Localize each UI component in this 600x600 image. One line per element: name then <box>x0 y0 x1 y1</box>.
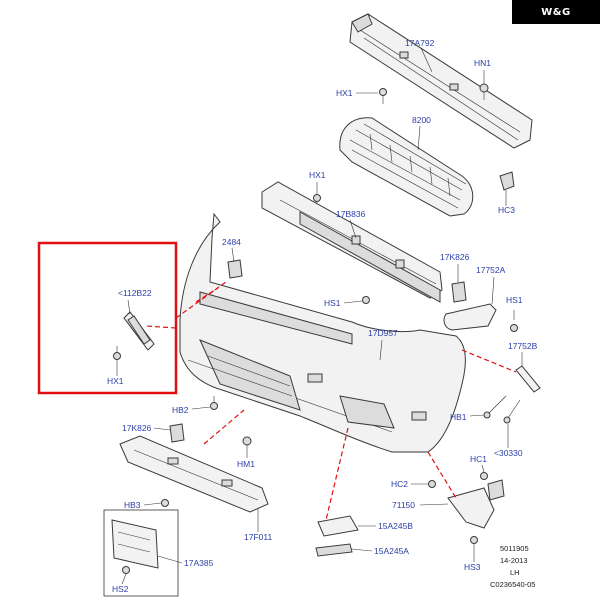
grille-8200 <box>339 117 474 217</box>
highlight-leaders <box>145 281 517 521</box>
bolt-HB2 <box>210 396 218 410</box>
brand-logo-text: W&G <box>541 6 571 18</box>
label-15A245B: 15A245B <box>378 521 413 531</box>
bracket-112B22 <box>123 311 155 351</box>
license-bracket-17A385 <box>111 519 159 569</box>
label-17752A: 17752A <box>476 265 506 275</box>
screw-HX1-top <box>379 88 387 104</box>
label-HN1: HN1 <box>474 58 491 68</box>
label-17K826-right: 17K826 <box>440 252 470 262</box>
fog-trim-15A245A <box>315 543 353 557</box>
skid-plate-17F011 <box>119 435 269 513</box>
label-HS1-left: HS1 <box>324 298 341 308</box>
screw-HX1-box <box>113 346 121 360</box>
label-HC3: HC3 <box>498 205 515 215</box>
license-bracket-frame <box>103 509 179 597</box>
label-HX1-box: HX1 <box>107 376 124 386</box>
reference-line-1: 5011905 <box>500 544 529 553</box>
fog-trim-15A245B <box>317 515 359 537</box>
bracket-17K826-left <box>169 423 185 443</box>
bolt-HB1 <box>483 395 507 419</box>
label-17D957: 17D957 <box>368 328 398 338</box>
reference-line-3: LH <box>510 568 520 577</box>
label-HB2: HB2 <box>172 405 189 415</box>
label-17K826-left: 17K826 <box>122 423 152 433</box>
clip-HC1 <box>480 472 488 480</box>
reference-line-2: 14-2013 <box>500 556 528 565</box>
label-30330: <30330 <box>494 448 523 458</box>
highlight-box <box>37 241 178 395</box>
bolt-HB3 <box>161 499 169 507</box>
label-112B22: <112B22 <box>118 288 152 298</box>
label-HC1: HC1 <box>470 454 487 464</box>
screw-HS2 <box>122 566 130 574</box>
bracket-2484 <box>227 259 243 279</box>
label-HM1: HM1 <box>237 459 255 469</box>
label-17A792: 17A792 <box>405 38 435 48</box>
label-17752B: 17752B <box>508 341 538 351</box>
bracket-17K826-right <box>451 281 467 303</box>
label-HX1-mid: HX1 <box>309 170 326 180</box>
label-17A385: 17A385 <box>184 558 214 568</box>
label-HX1-top: HX1 <box>336 88 353 98</box>
bolt-30330 <box>503 399 521 424</box>
label-15A245A: 15A245A <box>374 546 409 556</box>
label-HS2: HS2 <box>112 584 129 594</box>
label-HB1: HB1 <box>450 412 467 422</box>
label-2484: 2484 <box>222 237 241 247</box>
label-HS3: HS3 <box>464 562 481 572</box>
energy-absorber-17B836 <box>261 181 443 303</box>
label-17F011: 17F011 <box>244 532 272 542</box>
reference-line-4: C0236540-05 <box>490 580 535 589</box>
bracket-HC3 <box>499 171 515 191</box>
brand-logo: W&G <box>512 0 600 24</box>
bumper-cover-17D957 <box>179 212 466 453</box>
tow-bracket-71150 <box>447 479 505 529</box>
screw-HS1-left <box>362 296 370 304</box>
label-17B836: 17B836 <box>336 209 366 219</box>
label-HC2: HC2 <box>391 479 408 489</box>
reinforcement-beam-17A792 <box>349 13 533 149</box>
label-HB3: HB3 <box>124 500 141 510</box>
trim-17752B <box>515 365 541 393</box>
label-71150: 71150 <box>392 500 415 510</box>
label-HS1-right: HS1 <box>506 295 523 305</box>
screw-HS1-right <box>510 310 518 332</box>
trim-17752A <box>443 303 497 331</box>
nut-HM1 <box>242 436 252 446</box>
screw-HS3 <box>470 536 478 544</box>
clip-HC2 <box>428 480 436 488</box>
label-8200: 8200 <box>412 115 431 125</box>
